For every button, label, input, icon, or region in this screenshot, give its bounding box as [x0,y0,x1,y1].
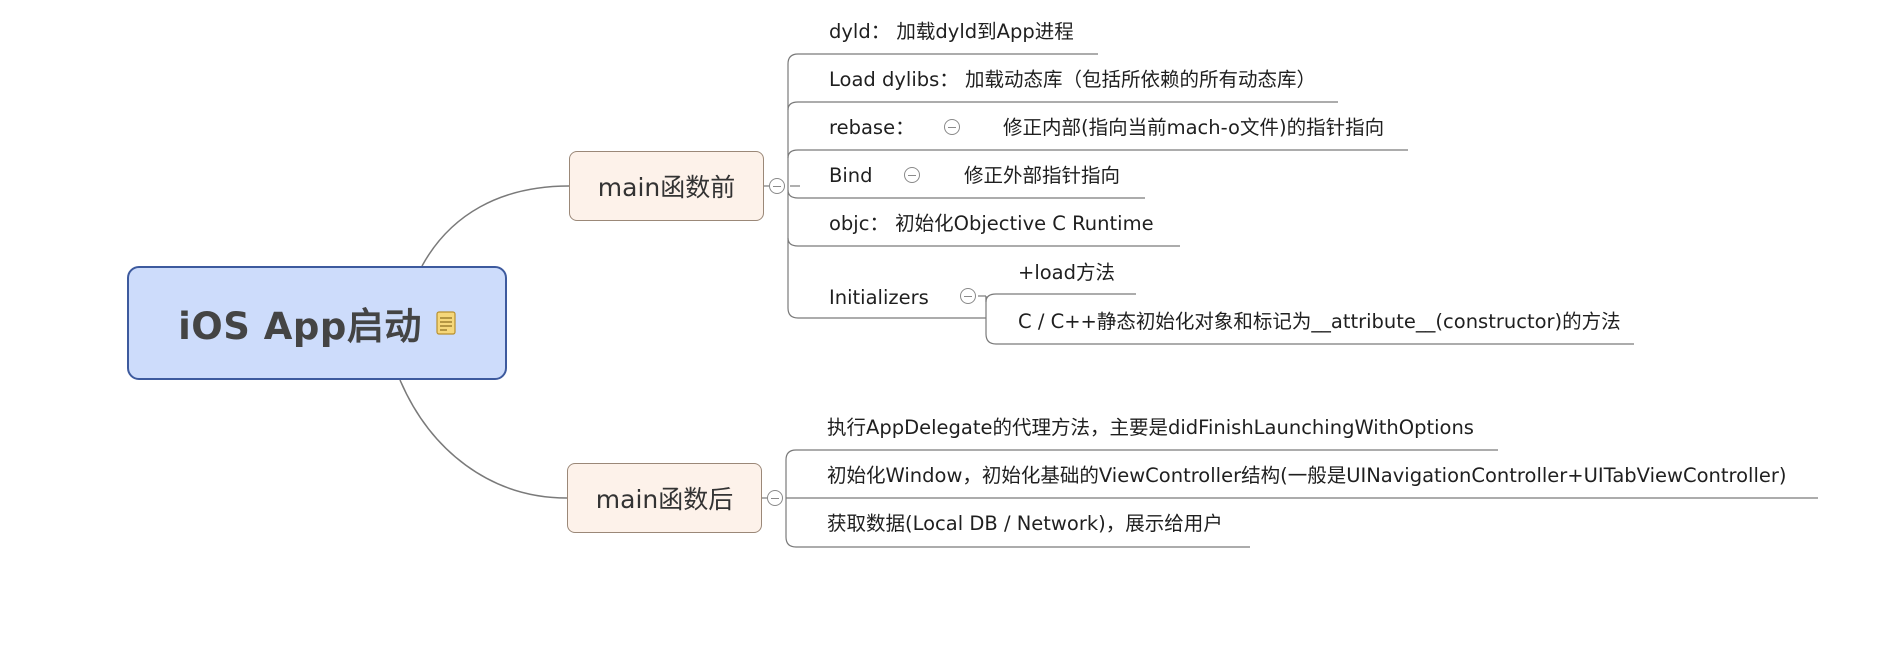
leaf-appdelegate[interactable]: 执行AppDelegate的代理方法，主要是didFinishLaunching… [827,418,1474,438]
branch-main-before[interactable]: main函数前 [569,151,764,221]
leaf-static-init[interactable]: C / C++静态初始化对象和标记为__attribute__(construc… [1018,312,1621,332]
leaf-label: 初始化Window，初始化基础的ViewController结构(一般是UINa… [827,464,1787,487]
leaf-load-dylibs[interactable]: Load dylibs： 加载动态库（包括所依赖的所有动态库） [829,70,1316,90]
collapse-icon[interactable] [944,119,960,135]
leaf-label: objc： 初始化Objective C Runtime [829,212,1154,235]
leaf-fetch-data[interactable]: 获取数据(Local DB / Network)，展示给用户 [827,514,1223,534]
leaf-label: dyld： 加载dyld到App进程 [829,20,1074,43]
leaf-label: +load方法 [1018,261,1116,284]
leaf-label: C / C++静态初始化对象和标记为__attribute__(construc… [1018,310,1621,333]
leaf-initializers[interactable]: Initializers [829,288,929,308]
leaf-label: rebase： [829,116,915,139]
leaf-rebase[interactable]: rebase： [829,118,915,138]
leaf-label: Initializers [829,286,929,309]
leaf-label: 执行AppDelegate的代理方法，主要是didFinishLaunching… [827,416,1474,439]
leaf-label: Load dylibs： 加载动态库（包括所依赖的所有动态库） [829,68,1316,91]
leaf-bind-detail[interactable]: 修正外部指针指向 [964,166,1120,186]
collapse-icon[interactable] [904,167,920,183]
collapse-icon[interactable] [767,490,783,506]
leaf-rebase-detail[interactable]: 修正内部(指向当前mach-o文件)的指针指向 [1003,118,1384,138]
collapse-icon[interactable] [960,288,976,304]
branch-main-after[interactable]: main函数后 [567,463,762,533]
leaf-window-init[interactable]: 初始化Window，初始化基础的ViewController结构(一般是UINa… [827,466,1786,486]
leaf-objc[interactable]: objc： 初始化Objective C Runtime [829,214,1154,234]
note-icon[interactable] [436,311,456,335]
branch-label: main函数后 [595,485,734,514]
branch-label: main函数前 [597,173,736,202]
leaf-dyld[interactable]: dyld： 加载dyld到App进程 [829,22,1074,42]
leaf-label: 获取数据(Local DB / Network)，展示给用户 [827,512,1223,535]
leaf-label: Bind [829,164,873,187]
root-node[interactable]: iOS App启动 [127,266,507,380]
leaf-label: 修正外部指针指向 [964,164,1121,187]
leaf-bind[interactable]: Bind [829,166,873,186]
collapse-icon[interactable] [769,178,785,194]
root-title: iOS App启动 [178,305,422,348]
leaf-label: 修正内部(指向当前mach-o文件)的指针指向 [1003,116,1385,139]
leaf-load-method[interactable]: +load方法 [1018,263,1115,283]
